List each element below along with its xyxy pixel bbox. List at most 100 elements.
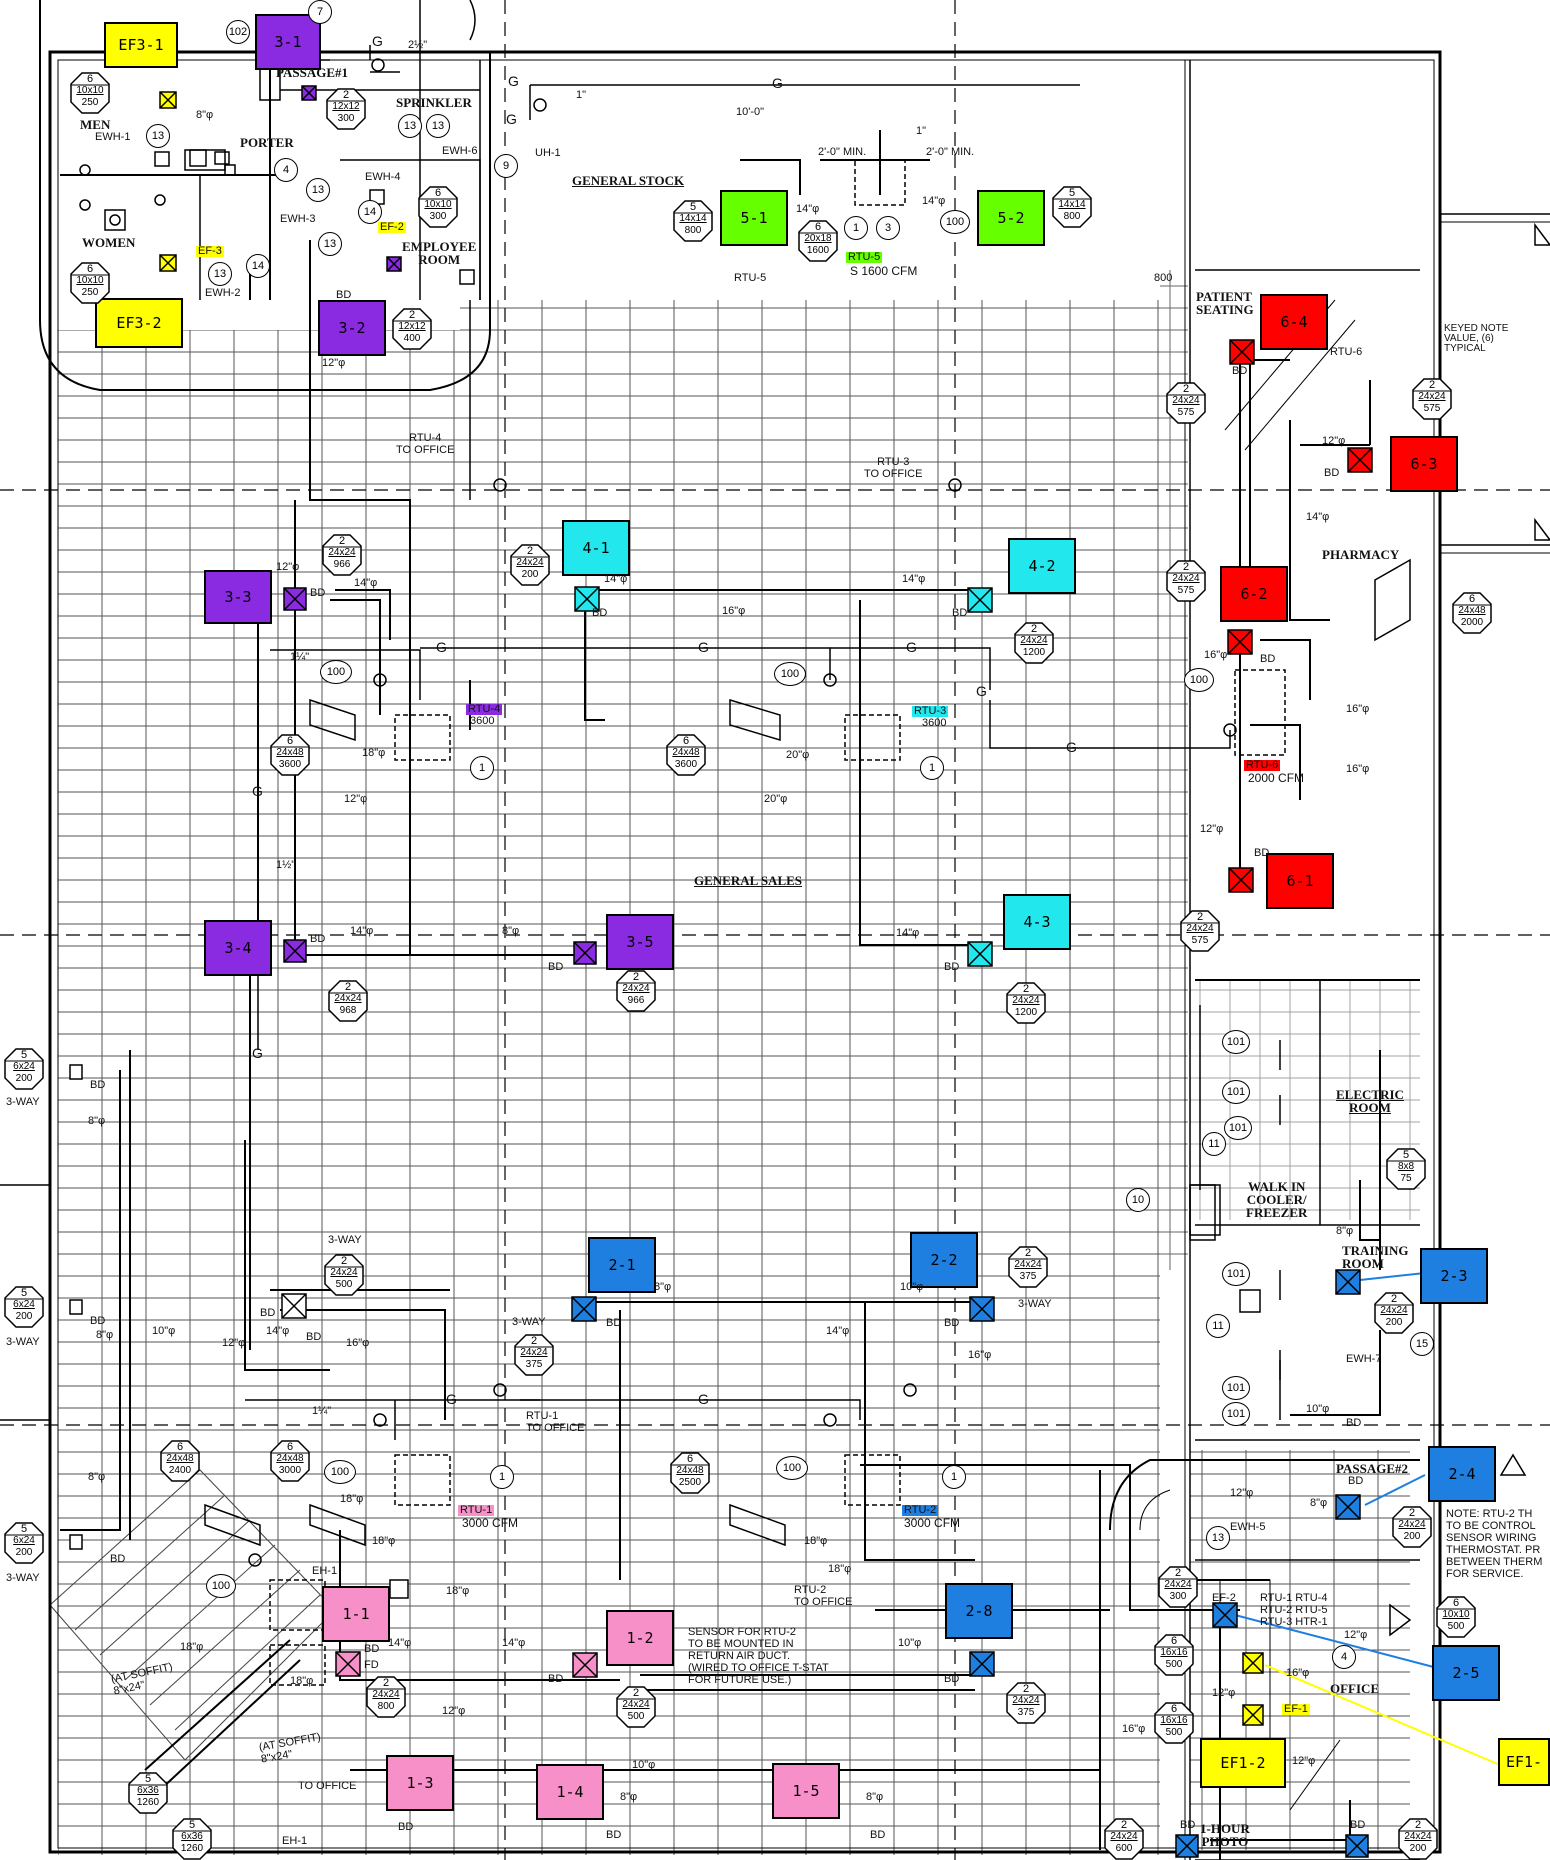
gas-piping <box>245 45 1231 1440</box>
duct-size: 14"φ <box>502 1637 526 1649</box>
gas-label: G <box>252 783 263 799</box>
rtu4-office-note: RTU-4 TO OFFICE <box>396 432 455 456</box>
unit-tag-2-8: 2-8 <box>945 1583 1013 1639</box>
diffuser-keynote: 6 <box>286 735 294 747</box>
dimension-2ft-min-a: 2'-0" MIN. <box>818 146 867 158</box>
room-label-walk-in-cooler: WALK IN COOLER/ FREEZER <box>1246 1179 1308 1220</box>
duct-size: 12"φ <box>222 1337 246 1349</box>
duct-size: 8"φ <box>196 109 214 121</box>
diffuser-keynote: 2 <box>632 1687 640 1699</box>
grilles <box>69 85 1373 1858</box>
diffuser-keynote: 5 <box>20 1523 28 1535</box>
unit-tag-2-4: 2-4 <box>1428 1446 1496 1502</box>
diffuser-cfm: 3600 <box>278 759 302 770</box>
diffuser-size: 6x36 <box>137 1785 159 1796</box>
diffuser-cfm: 500 <box>335 1279 353 1290</box>
diffuser-keynote: 2 <box>1022 983 1030 995</box>
diffuser-keynote: 2 <box>1024 1247 1032 1259</box>
keynote-circle: 7 <box>308 0 332 24</box>
diffuser-cfm: 375 <box>525 1359 543 1370</box>
balancing-damper-label: BD <box>944 1673 960 1685</box>
diffuser-cfm: 300 <box>337 113 355 124</box>
diffuser-cfm: 200 <box>15 1311 33 1322</box>
duct-size: 14"φ <box>350 925 374 937</box>
room-label-porter: PORTER <box>240 135 294 150</box>
duct-size: 12"φ <box>322 357 346 369</box>
keynote-circle: 13 <box>208 262 232 286</box>
duct-size: 18"φ <box>180 1641 204 1653</box>
diffuser-size: 24x24 <box>1380 1305 1408 1316</box>
duct-size: 16"φ <box>1346 703 1370 715</box>
connector-lines <box>1234 1272 1501 1766</box>
keynote-circle: 100 <box>774 662 806 686</box>
keynote-circle: 4 <box>274 158 298 182</box>
diffuser-cfm: 1200 <box>1014 1007 1038 1018</box>
diffuser-size: 20x18 <box>804 233 832 244</box>
duct-size: 8"φ <box>1310 1497 1328 1509</box>
duct-size: 8"φ <box>88 1115 106 1127</box>
keynote-circle: 100 <box>776 1456 808 1480</box>
diffuser-cfm: 2400 <box>168 1465 192 1476</box>
diffuser-size: 24x24 <box>622 983 650 994</box>
gas-label: G <box>976 683 987 699</box>
unit-tag-1-3: 1-3 <box>386 1755 454 1811</box>
diffuser-cfm: 1260 <box>180 1843 204 1854</box>
keynote-circle: 10 <box>1126 1188 1150 1212</box>
balancing-damper-label: BD <box>1232 365 1248 377</box>
duct-size: 14"φ <box>604 573 628 585</box>
duct-size: 18"φ <box>362 747 386 759</box>
duct-size: 18"φ <box>340 1493 364 1505</box>
gas-label: G <box>508 73 519 89</box>
unit-tag-4-2: 4-2 <box>1008 538 1076 594</box>
duct-size: 12"φ <box>276 561 300 573</box>
diffuser-size: 24x48 <box>276 747 304 758</box>
balancing-damper-label: BD <box>606 1317 622 1329</box>
diffuser-keynote: 2 <box>344 981 352 993</box>
duct-size: 20"φ <box>786 749 810 761</box>
diffuser-cfm: 200 <box>1385 1317 1403 1328</box>
balancing-damper-label: BD <box>1346 1417 1362 1429</box>
diffuser-size: 24x24 <box>328 547 356 558</box>
diffuser-size: 14x14 <box>679 213 707 224</box>
diffuser-cfm: 200 <box>521 569 539 580</box>
balancing-damper-label: BD <box>548 961 564 973</box>
duct-size: 14"φ <box>826 1325 850 1337</box>
rtu6-label: RTU-6 <box>1244 759 1281 771</box>
duct-size: 14"φ <box>796 203 820 215</box>
room-label-training-room: TRAINING ROOM <box>1342 1243 1409 1271</box>
duct-size: 16"φ <box>346 1337 370 1349</box>
diffuser-size: 6x24 <box>13 1061 35 1072</box>
diffuser-size: 12x12 <box>332 101 360 112</box>
rtu2-label: RTU-2 <box>902 1504 939 1516</box>
diffuser-keynote: 6 <box>814 221 822 233</box>
room-label-pharmacy: PHARMACY <box>1322 547 1400 562</box>
diffuser-keynote: 6 <box>682 735 690 747</box>
duct-size: 16"φ <box>1346 763 1370 775</box>
diffuser-cfm: 575 <box>1177 585 1195 596</box>
room-label-men: MEN <box>80 117 111 132</box>
diffuser-cfm: 3600 <box>674 759 698 770</box>
keynote-circle: 101 <box>1222 1402 1250 1426</box>
balancing-damper-label: BD <box>310 933 326 945</box>
ewh7-label: EWH-7 <box>1346 1353 1382 1365</box>
rtu2-note-triangle <box>1499 222 1550 1476</box>
diffuser-keynote: 5 <box>689 201 697 213</box>
gas-label: G <box>698 639 709 655</box>
diffuser-cfm: 500 <box>627 1711 645 1722</box>
duct-size: 12"φ <box>1212 1687 1236 1699</box>
duct-size: 18"φ <box>828 1563 852 1575</box>
rtu6-cfm: 2000 CFM <box>1248 771 1305 785</box>
duct-size: 16"φ <box>1286 1667 1310 1679</box>
diffuser-size: 24x24 <box>330 1267 358 1278</box>
